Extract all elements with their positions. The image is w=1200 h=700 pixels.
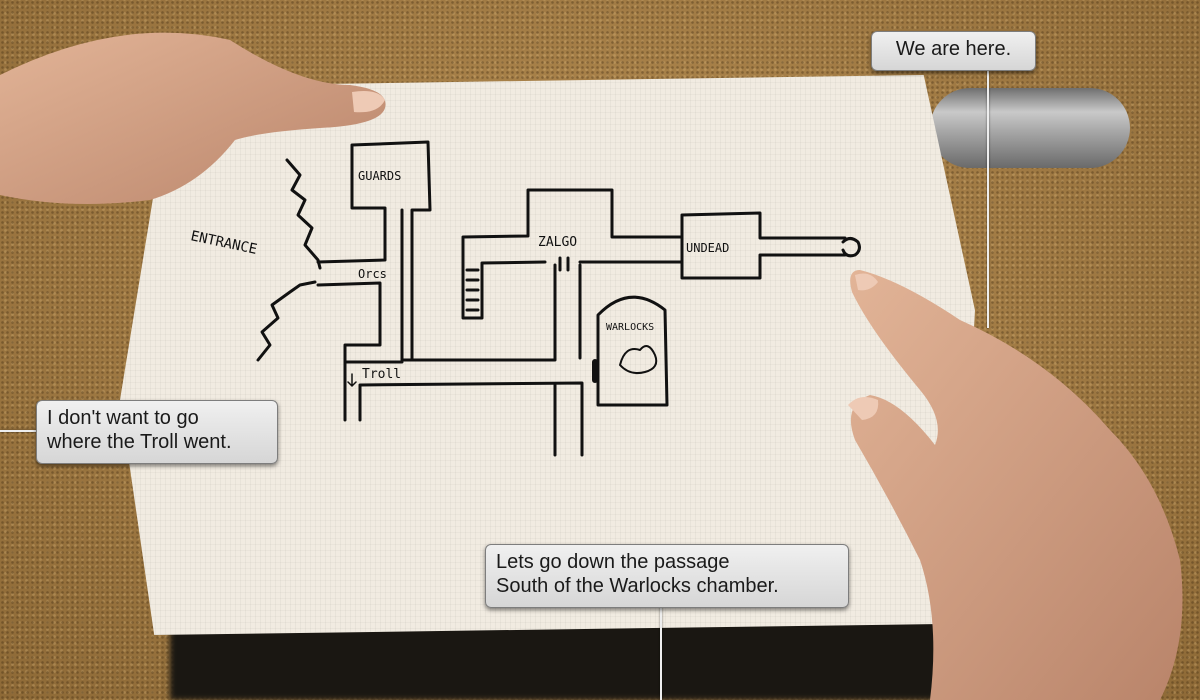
callout-troll-line1: I don't want to go: [47, 407, 199, 429]
callout-passage-line2: South of the Warlocks chamber.: [496, 575, 779, 597]
leader-troll: [0, 430, 38, 432]
entrance-branch-upper: [285, 158, 322, 270]
leader-passage: [660, 606, 662, 700]
right-hand: [850, 270, 1183, 700]
entrance-branch-lower: [256, 280, 317, 362]
orcs-corridor: [316, 208, 557, 422]
here-marker: [841, 237, 861, 258]
zalgo-room: [461, 188, 684, 320]
door-small: [558, 256, 570, 272]
label-undead: UNDEAD: [686, 241, 729, 255]
callout-we-are-here: We are here.: [871, 31, 1036, 71]
callout-passage-line1: Lets go down the passage: [496, 551, 730, 573]
stairs: [465, 268, 480, 312]
warlocks-chamber: [596, 295, 669, 407]
left-fingernail: [352, 91, 385, 113]
leader-here: [987, 70, 989, 328]
callout-passage: Lets go down the passage South of the Wa…: [485, 544, 849, 608]
troll-passage: [343, 360, 584, 457]
guards-room: [316, 140, 432, 362]
south-passage: [553, 263, 582, 457]
label-troll: Troll: [362, 367, 401, 382]
troll-arrow: [347, 373, 357, 387]
label-warlocks: WARLOCKS: [606, 322, 654, 333]
callout-troll: I don't want to go where the Troll went.: [36, 400, 278, 464]
label-zalgo: ZALGO: [538, 235, 577, 250]
label-orcs: Orcs: [358, 267, 387, 281]
warlock-creature: [619, 345, 658, 375]
left-hand: [0, 32, 386, 204]
right-fingernail: [848, 396, 879, 420]
scroll-roll: [930, 88, 1130, 168]
callout-here-text: We are here.: [895, 38, 1012, 60]
callout-troll-line2: where the Troll went.: [47, 431, 232, 453]
right-thumbnail: [855, 273, 878, 291]
undead-room: [680, 211, 847, 280]
label-guards: GUARDS: [358, 169, 401, 183]
